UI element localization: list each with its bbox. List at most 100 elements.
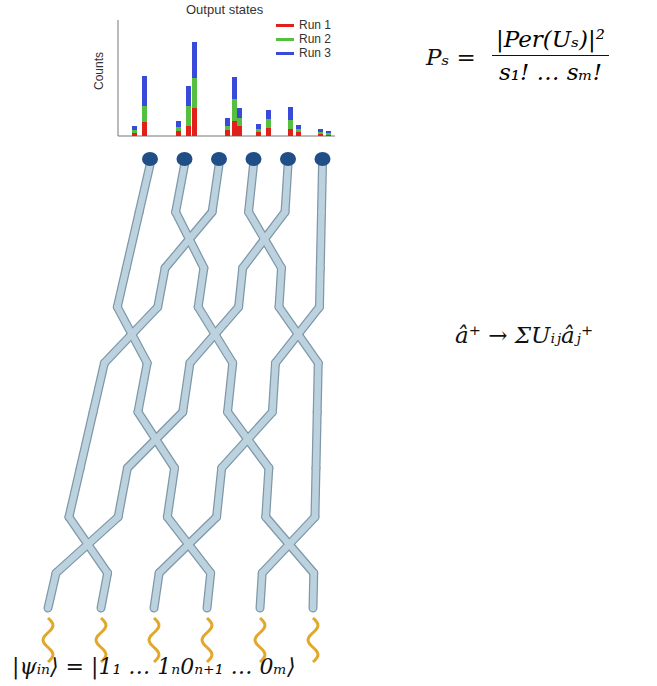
waveguide xyxy=(138,412,175,468)
waveguide-edge xyxy=(176,212,204,268)
detector xyxy=(211,152,227,166)
histogram-bar xyxy=(296,129,301,132)
waveguide-edge xyxy=(279,268,281,307)
legend-swatch xyxy=(276,52,294,55)
waveguide-edge xyxy=(275,307,319,363)
legend-row: Run 1 xyxy=(276,18,331,32)
operator-map: â⁺ → ΣUᵢⱼâⱼ⁺ xyxy=(455,322,593,348)
waveguide xyxy=(198,307,233,363)
histogram-bar xyxy=(142,122,147,136)
waveguide xyxy=(285,165,288,212)
waveguide-edge xyxy=(69,468,80,517)
histogram-bar xyxy=(266,110,271,119)
histogram-bar xyxy=(142,106,147,122)
waveguide-edge xyxy=(320,212,321,268)
waveguide xyxy=(222,412,273,468)
histogram-bar xyxy=(192,78,197,108)
histogram-bar xyxy=(132,133,137,136)
fraction: |Per(Uₛ)|²s₁! … sₘ! xyxy=(492,26,609,85)
photon xyxy=(308,618,318,662)
waveguide-edge xyxy=(321,165,322,212)
histogram-bar xyxy=(142,76,147,106)
waveguide-edge xyxy=(101,573,108,608)
waveguide xyxy=(228,363,233,412)
waveguide-edge xyxy=(315,268,325,307)
histogram-bar xyxy=(266,128,271,136)
histogram-bar xyxy=(237,108,242,118)
waveguide-edge xyxy=(48,573,56,608)
waveguide-edge xyxy=(316,412,317,468)
histogram-bar xyxy=(326,135,331,136)
histogram-bar xyxy=(232,121,237,136)
waveguide-edge xyxy=(190,307,239,363)
histogram-bar xyxy=(326,131,331,133)
waveguide xyxy=(320,212,321,268)
waveguide-edge xyxy=(207,573,211,608)
waveguide xyxy=(159,517,216,573)
histogram-bar xyxy=(318,129,323,132)
histogram-bar xyxy=(288,129,293,136)
waveguide-edge xyxy=(69,517,108,573)
waveguide xyxy=(139,165,150,212)
waveguide-edge xyxy=(243,212,285,268)
waveguide xyxy=(279,307,318,363)
histogram-bar xyxy=(288,120,293,129)
waveguide-edge xyxy=(228,363,233,412)
histogram-bar xyxy=(225,126,230,130)
waveguide xyxy=(69,517,108,573)
waveguide-edge xyxy=(272,363,275,412)
waveguide-edge xyxy=(159,517,216,573)
waveguide xyxy=(127,412,182,468)
waveguide xyxy=(249,165,254,212)
histogram-bar xyxy=(256,124,261,129)
waveguide xyxy=(275,307,319,363)
waveguide-edge xyxy=(117,307,147,363)
histogram-bar xyxy=(232,99,237,121)
histogram-bar xyxy=(237,118,242,126)
waveguide xyxy=(243,212,285,268)
waveguide xyxy=(183,363,190,412)
histogram-bar xyxy=(232,77,237,99)
waveguide xyxy=(126,212,139,268)
waveguide xyxy=(176,212,204,268)
waveguide xyxy=(104,307,157,363)
waveguide-edge xyxy=(309,573,319,608)
waveguide xyxy=(262,517,315,573)
formula: Pₛ = xyxy=(426,44,476,70)
waveguide-edge xyxy=(167,468,174,517)
legend-swatch xyxy=(276,24,294,27)
histogram-bar xyxy=(186,126,191,136)
waveguide-edge xyxy=(154,573,159,608)
histogram-bar xyxy=(132,130,137,133)
waveguide xyxy=(272,363,275,412)
waveguide xyxy=(310,573,317,608)
waveguide-edge xyxy=(158,268,165,307)
waveguide-edge xyxy=(249,165,254,212)
waveguide xyxy=(316,412,317,468)
waveguide-edge xyxy=(176,165,185,212)
waveguide xyxy=(190,307,239,363)
waveguide xyxy=(315,468,316,517)
waveguide-edge xyxy=(118,468,127,517)
histogram-bar xyxy=(225,130,230,136)
chart-title: Output states xyxy=(186,2,263,17)
waveguide-edge xyxy=(212,165,219,212)
histogram-bar xyxy=(176,121,181,127)
waveguide-edge xyxy=(117,268,126,307)
waveguide xyxy=(167,517,210,573)
waveguide-edge xyxy=(239,268,243,307)
histogram-bar xyxy=(192,108,197,136)
numerator: |Per(Uₛ)|² xyxy=(492,26,609,56)
histogram-bar xyxy=(296,125,301,129)
waveguide-edge xyxy=(56,517,118,573)
legend-text: Run 1 xyxy=(299,18,331,32)
waveguide-edge xyxy=(285,165,288,212)
waveguide-edge xyxy=(139,165,150,212)
detector xyxy=(246,152,262,166)
waveguide xyxy=(212,165,219,212)
histogram-bar xyxy=(237,126,242,136)
histogram-bar xyxy=(186,106,191,126)
histogram-bar xyxy=(132,126,137,130)
waveguide-edge xyxy=(127,412,182,468)
